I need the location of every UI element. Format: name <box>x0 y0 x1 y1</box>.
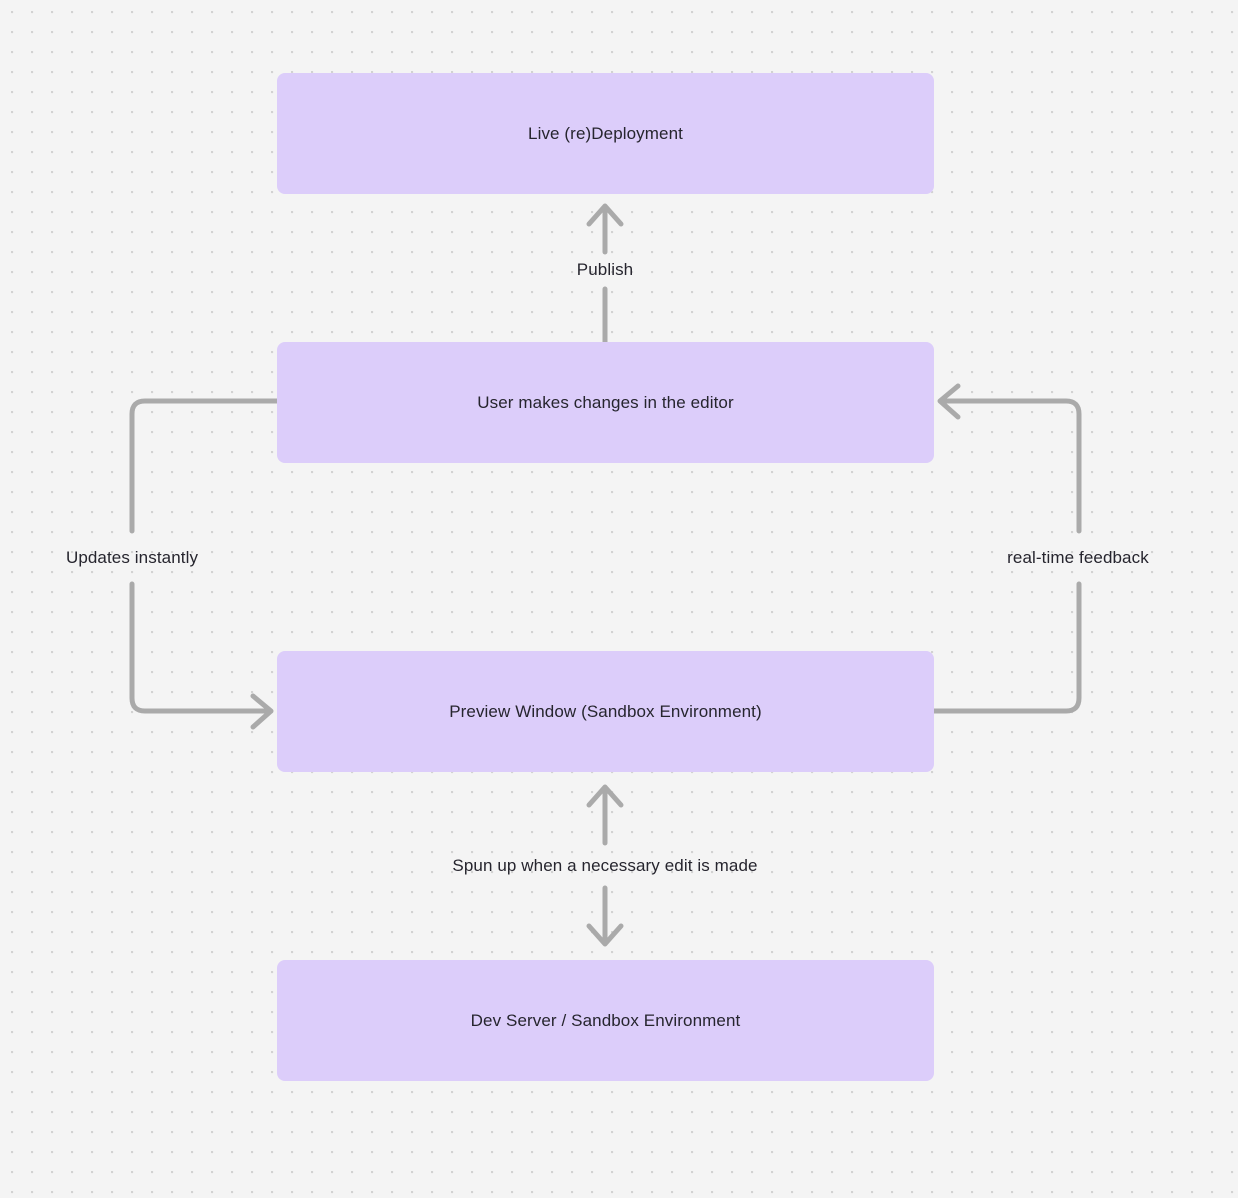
edge-realtime-arrowhead-icon <box>937 383 961 420</box>
node-user-makes-changes[interactable]: User makes changes in the editor <box>277 342 934 463</box>
node-dev-server[interactable]: Dev Server / Sandbox Environment <box>277 960 934 1081</box>
node-preview-window[interactable]: Preview Window (Sandbox Environment) <box>277 651 934 772</box>
node-user-makes-changes-label: User makes changes in the editor <box>477 392 734 412</box>
edge-updates-line-lower <box>129 581 269 714</box>
edge-updates-arrowhead-icon <box>250 693 274 730</box>
edge-label-updates-instantly: Updates instantly <box>65 548 199 567</box>
edge-updates-line-upper <box>129 398 280 534</box>
edge-spunup-arrowhead-up-icon <box>586 784 624 808</box>
edge-label-spun-up: Spun up when a necessary edit is made <box>452 856 758 875</box>
edge-publish-arrowhead-icon <box>586 203 624 227</box>
edge-spunup-arrowhead-down-icon <box>586 923 624 947</box>
edge-label-publish: Publish <box>576 260 634 279</box>
node-dev-server-label: Dev Server / Sandbox Environment <box>470 1010 741 1030</box>
node-live-deployment-label: Live (re)Deployment <box>528 123 683 143</box>
edge-realtime-line-upper <box>942 398 1082 534</box>
edge-realtime-line-lower <box>931 581 1082 714</box>
node-preview-window-label: Preview Window (Sandbox Environment) <box>449 701 762 721</box>
edge-label-real-time-feedback: real-time feedback <box>1007 548 1149 567</box>
node-live-deployment[interactable]: Live (re)Deployment <box>277 73 934 194</box>
